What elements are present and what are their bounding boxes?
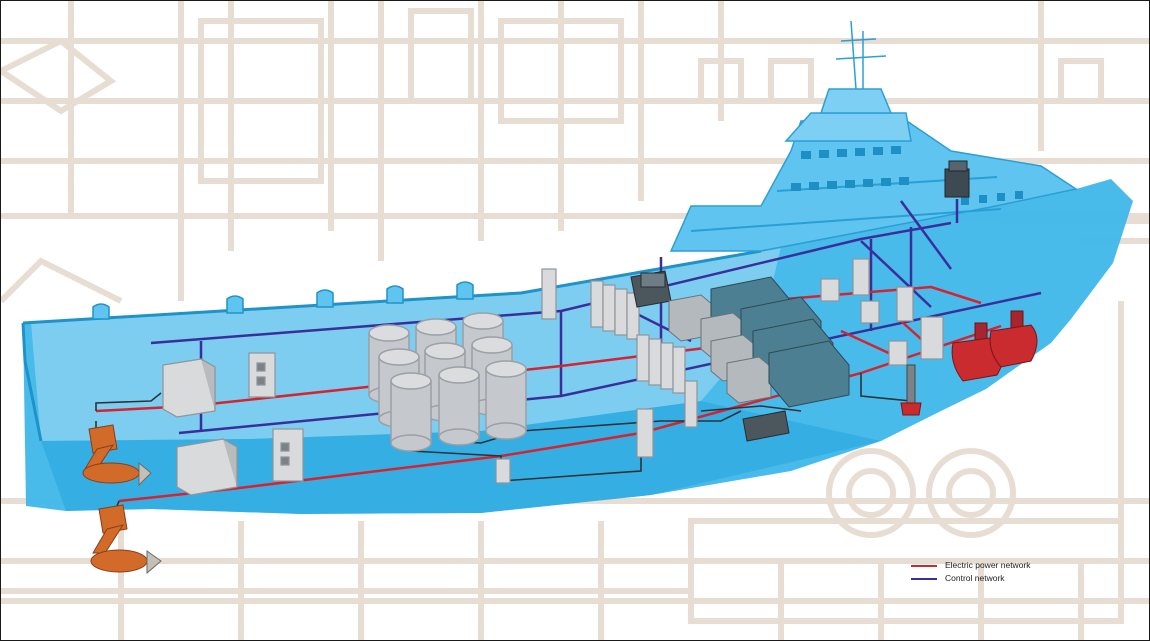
deck-rail [22,249,762,325]
switchboard-aft-lower [176,438,238,496]
drive-unit [248,352,276,398]
azimuth-thruster-upper [82,424,152,487]
drive-unit [272,428,304,482]
azimuth-thruster-lower [90,504,162,575]
power-network-swatch [911,564,937,567]
storage-tanks [368,312,527,452]
generator-set [726,340,850,408]
bridge-console [944,160,970,198]
bow-thrusters [951,310,1038,382]
engine-control-desk [630,270,672,308]
bulwark-stern [21,322,43,442]
switchboard-aft-upper [162,358,216,418]
retractable-thruster [900,364,922,416]
electrical-cabinets [162,258,944,496]
tank [390,372,432,452]
control-network-swatch [911,577,937,580]
superstructure [669,20,1078,252]
tank [485,360,527,440]
legend-item-control: Control network [911,572,1031,585]
azimuth-thrusters [82,424,162,575]
tank [438,366,480,446]
junction-box [495,458,511,484]
transformer [742,410,790,442]
control-cabinet-fwd [820,258,944,366]
legend-label-control: Control network [945,573,1005,583]
bow-thruster [989,310,1038,368]
diagram-legend: Electric power network Control network [911,559,1031,585]
legend-label-power: Electric power network [945,560,1031,570]
legend-item-power: Electric power network [911,559,1031,572]
switchboard-row-lower [636,334,698,428]
generator-sets [668,276,850,408]
cabinet-midship [636,408,654,458]
switchboard-row-upper [590,280,640,340]
cabinet-midship [541,268,557,320]
